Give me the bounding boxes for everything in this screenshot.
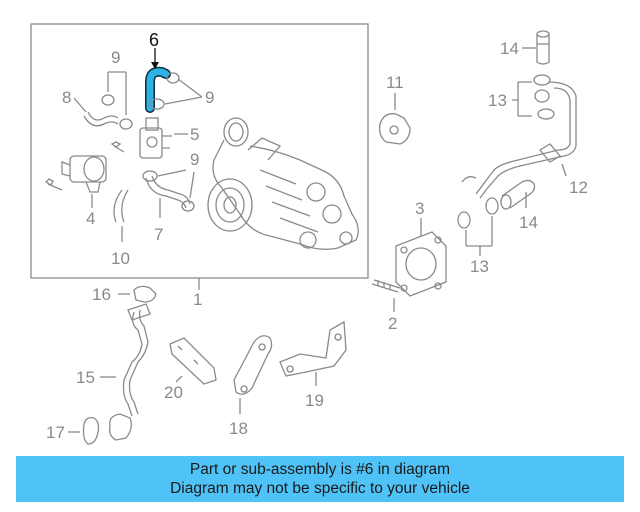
leader-9-top-left [107, 71, 127, 115]
part-15-flange-top [127, 303, 151, 321]
callout-15[interactable]: 15 [76, 368, 95, 387]
part-13-washers-lower[interactable] [457, 197, 499, 229]
callout-9-mid[interactable]: 9 [190, 150, 199, 169]
callout-14-lower[interactable]: 14 [519, 213, 538, 232]
callout-14-top[interactable]: 14 [500, 39, 519, 58]
leader-8 [73, 97, 87, 113]
part-11-bracket[interactable] [378, 113, 411, 145]
part-16-gasket[interactable] [133, 285, 157, 303]
parts-diagram: 6 9 9 8 5 4 7 9 10 [30, 23, 588, 445]
part-13-washers-top[interactable] [533, 74, 555, 120]
part-5-valve[interactable] [139, 117, 172, 159]
callout-16[interactable]: 16 [92, 285, 111, 304]
part-7-hose[interactable] [145, 175, 191, 209]
part-12-oil-line[interactable] [475, 81, 577, 199]
callout-12[interactable]: 12 [569, 178, 588, 197]
leader-13-lower [465, 216, 493, 256]
leader-6-arrow [151, 62, 159, 69]
part-17-gasket[interactable] [82, 416, 100, 445]
part-9-clamp-a[interactable] [101, 94, 133, 130]
callout-7[interactable]: 7 [154, 225, 163, 244]
callout-6[interactable]: 6 [149, 30, 159, 50]
callout-9-top-right[interactable]: 9 [205, 88, 214, 107]
callout-3[interactable]: 3 [415, 199, 424, 218]
banner-line-1: Part or sub-assembly is #6 in diagram [189, 461, 451, 478]
part-18-bracket[interactable] [233, 335, 273, 395]
info-banner: Part or sub-assembly is #6 in diagram Di… [16, 456, 624, 502]
callout-19[interactable]: 19 [305, 391, 324, 410]
subassembly-frame [30, 23, 369, 279]
part-14-banjo-bolt-top[interactable] [536, 30, 550, 65]
callout-20[interactable]: 20 [164, 383, 183, 402]
part-3-gasket[interactable] [395, 231, 447, 297]
bolt-near-5 [110, 141, 125, 153]
leader-12 [561, 163, 567, 177]
callout-17[interactable]: 17 [46, 423, 65, 442]
part-2-stud[interactable] [371, 279, 401, 293]
callout-13-lower[interactable]: 13 [470, 257, 489, 276]
leader-9-mid [157, 169, 195, 199]
banner-line-2: Diagram may not be specific to your vehi… [170, 480, 470, 497]
part-10-hose[interactable] [113, 189, 129, 223]
callout-10[interactable]: 10 [111, 249, 130, 268]
part-4-valve[interactable] [61, 155, 107, 193]
part-8-hose[interactable] [83, 111, 119, 127]
callout-18[interactable]: 18 [229, 419, 248, 438]
part-6-hose-highlighted[interactable] [145, 66, 171, 113]
part-15-flange-bottom [108, 413, 132, 441]
part-9-clamp-b[interactable] [149, 72, 180, 110]
bolt-near-4 [44, 178, 63, 191]
part-20-shield[interactable] [169, 337, 217, 385]
leader-9-top-right [164, 78, 203, 105]
callout-11[interactable]: 11 [386, 73, 404, 92]
callout-8[interactable]: 8 [62, 88, 71, 107]
callout-13-top[interactable]: 13 [488, 91, 507, 110]
leader-20 [175, 375, 183, 383]
turbocharger[interactable] [207, 117, 359, 250]
callout-2[interactable]: 2 [388, 314, 397, 333]
callout-5[interactable]: 5 [190, 125, 199, 144]
part-14-banjo-bolt-lower[interactable] [500, 179, 536, 210]
part-19-bracket[interactable] [279, 320, 347, 377]
callout-1[interactable]: 1 [193, 290, 202, 309]
part-15-return-pipe[interactable] [122, 309, 149, 417]
callout-4[interactable]: 4 [86, 209, 95, 228]
part-12-fitting [461, 143, 561, 183]
leader-13-top [512, 81, 532, 117]
callout-9-top-left[interactable]: 9 [111, 48, 120, 67]
part-9-clamp-c[interactable] [142, 170, 195, 212]
